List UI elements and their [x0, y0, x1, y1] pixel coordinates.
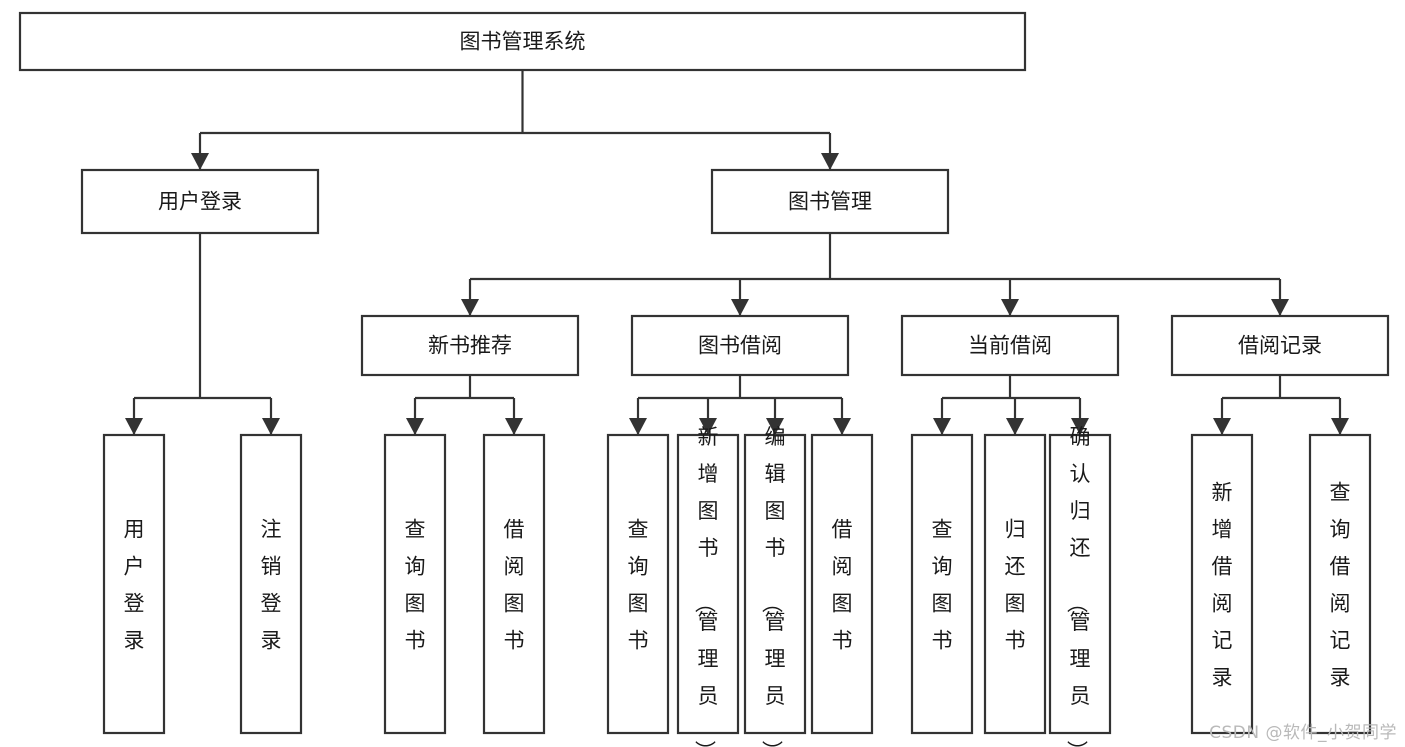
- edges-from-book-borrow: [629, 375, 851, 435]
- node-leaf-confirm-return[interactable]: 确认归还（管理员）: [1048, 425, 1112, 747]
- node-book-borrow[interactable]: 图书借阅: [630, 314, 850, 377]
- node-box: [1170, 314, 1390, 377]
- node-leaf-add-book[interactable]: 新增图书（管理员）: [676, 425, 740, 747]
- arrow-head: [629, 418, 647, 435]
- node-leaf-logout[interactable]: 注销登录: [239, 433, 303, 735]
- node-label: 借阅记录: [1238, 334, 1322, 358]
- node-label: 新书推荐: [428, 334, 512, 358]
- arrow-head: [461, 299, 479, 316]
- arrow-head: [262, 418, 280, 435]
- node-leaf-query-record[interactable]: 查询借阅记录: [1308, 433, 1372, 735]
- node-label: 用户登录: [158, 190, 242, 214]
- node-book-manage[interactable]: 图书管理: [710, 168, 950, 235]
- node-label: 图书管理系统: [460, 30, 586, 54]
- node-label: 编辑图书（管理员）: [760, 425, 786, 747]
- node-current-borrow[interactable]: 当前借阅: [900, 314, 1120, 377]
- arrow-head: [505, 418, 523, 435]
- node-leaf-edit-book[interactable]: 编辑图书（管理员）: [743, 425, 807, 747]
- arrow-head: [1006, 418, 1024, 435]
- arrow-head: [125, 418, 143, 435]
- node-root[interactable]: 图书管理系统: [18, 11, 1027, 72]
- node-user-login[interactable]: 用户登录: [80, 168, 320, 235]
- edges-from-book-manage: [461, 233, 1289, 316]
- edges-from-root: [191, 70, 839, 170]
- watermark-label: CSDN @软件_小贺同学: [1209, 723, 1397, 743]
- arrow-head: [766, 418, 784, 435]
- node-leaf-query-book-2[interactable]: 查询图书: [606, 433, 670, 735]
- node-label: 查询图书: [932, 518, 953, 653]
- node-label: 图书借阅: [698, 334, 782, 358]
- edges-from-user-login: [125, 233, 280, 435]
- node-label: 查询图书: [405, 518, 426, 653]
- node-leaf-borrow-book-2[interactable]: 借阅图书: [810, 433, 874, 735]
- arrow-head: [833, 418, 851, 435]
- edges-from-current-borrow: [933, 375, 1089, 435]
- arrow-head: [731, 299, 749, 316]
- node-box: [1308, 433, 1372, 735]
- node-leaf-add-record[interactable]: 新增借阅记录: [1190, 433, 1254, 735]
- node-label: 图书管理: [788, 190, 872, 214]
- node-box: [239, 433, 303, 735]
- node-box: [676, 433, 740, 735]
- node-box: [743, 433, 807, 735]
- node-box: [983, 433, 1047, 735]
- arrow-head: [821, 153, 839, 170]
- arrow-head: [191, 153, 209, 170]
- node-leaf-borrow-book-1[interactable]: 借阅图书: [482, 433, 546, 735]
- arrow-head: [1001, 299, 1019, 316]
- arrow-head: [1213, 418, 1231, 435]
- node-label: 用户登录: [124, 518, 145, 653]
- node-box: [900, 314, 1120, 377]
- node-label: 借阅图书: [832, 518, 853, 653]
- node-box: [1048, 433, 1112, 735]
- arrow-head: [699, 418, 717, 435]
- node-label: 查询图书: [628, 518, 649, 653]
- arrow-head: [1071, 418, 1089, 435]
- node-box: [810, 433, 874, 735]
- arrow-head: [1331, 418, 1349, 435]
- node-box: [80, 168, 320, 235]
- node-borrow-record[interactable]: 借阅记录: [1170, 314, 1390, 377]
- connector-layer: [125, 70, 1349, 435]
- node-label: 借阅图书: [504, 518, 525, 653]
- edges-from-borrow-record: [1213, 375, 1349, 435]
- node-label: 确认归还（管理员）: [1065, 425, 1091, 747]
- node-box: [360, 314, 580, 377]
- node-layer: 图书管理系统用户登录图书管理新书推荐图书借阅当前借阅借阅记录用户登录注销登录查询…: [18, 11, 1390, 747]
- node-label: 归还图书: [1005, 518, 1026, 653]
- node-leaf-query-book-1[interactable]: 查询图书: [383, 433, 447, 735]
- node-label: 查询借阅记录: [1330, 481, 1351, 690]
- arrow-head: [406, 418, 424, 435]
- node-box: [910, 433, 974, 735]
- node-label: 新增图书（管理员）: [693, 425, 719, 747]
- node-box: [102, 433, 166, 735]
- arrow-head: [1271, 299, 1289, 316]
- node-label: 新增借阅记录: [1212, 481, 1233, 690]
- node-box: [606, 433, 670, 735]
- node-leaf-return-book[interactable]: 归还图书: [983, 433, 1047, 735]
- arrow-head: [933, 418, 951, 435]
- node-box: [1190, 433, 1254, 735]
- node-leaf-query-book-3[interactable]: 查询图书: [910, 433, 974, 735]
- node-box: [18, 11, 1027, 72]
- node-new-book-recommend[interactable]: 新书推荐: [360, 314, 580, 377]
- node-label: 注销登录: [261, 518, 282, 653]
- node-box: [383, 433, 447, 735]
- node-label: 当前借阅: [968, 334, 1052, 358]
- edges-from-new-book-recommend: [406, 375, 523, 435]
- node-box: [710, 168, 950, 235]
- node-leaf-user-login[interactable]: 用户登录: [102, 433, 166, 735]
- node-box: [630, 314, 850, 377]
- node-box: [482, 433, 546, 735]
